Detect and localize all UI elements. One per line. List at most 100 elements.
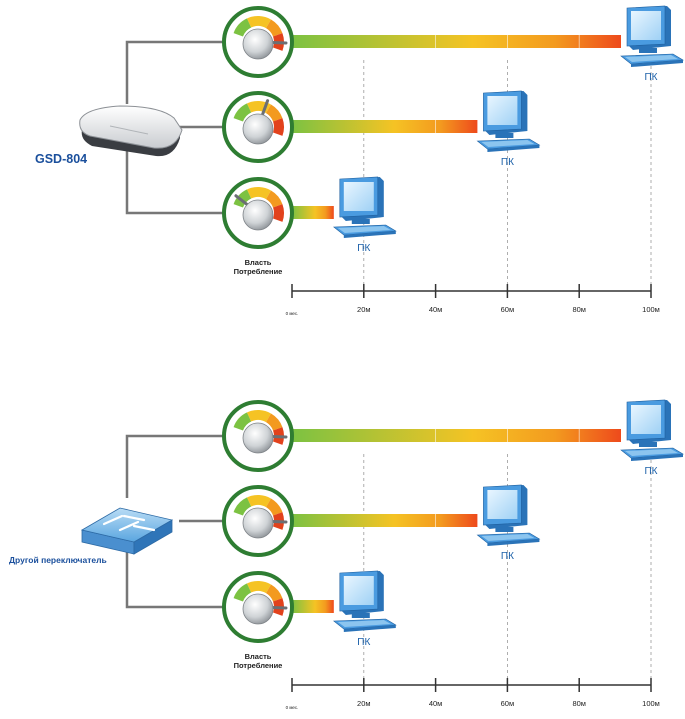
distance-bar — [292, 206, 334, 219]
axis-tick-label: 80м — [572, 699, 586, 708]
pc-stand — [351, 219, 370, 224]
axis-tick-label: 80м — [572, 305, 586, 314]
gauge-segment — [273, 118, 284, 136]
switch-arrow — [118, 520, 140, 532]
gauge-segment — [233, 412, 252, 431]
pc-keys — [481, 534, 535, 541]
axis-tick-label: 20м — [357, 305, 371, 314]
pc-screen — [631, 11, 661, 40]
pc-screen — [343, 576, 374, 605]
pc-keys — [337, 620, 391, 627]
pc-keys — [625, 449, 678, 456]
axis-tick-label: 40м — [428, 305, 443, 314]
gauge-segment — [233, 103, 252, 122]
pc-stand — [351, 613, 370, 618]
pc-label: ПК — [500, 551, 514, 562]
gauge-segment — [266, 413, 283, 431]
pc-screen — [487, 96, 518, 125]
gauge-segment — [266, 190, 283, 208]
axis-tick-label: 100м — [642, 305, 660, 314]
power-gauge — [222, 91, 294, 163]
pc-keys — [481, 140, 535, 147]
pc-keys — [625, 55, 678, 62]
axis-tick-label: 0 мес. — [285, 705, 299, 710]
pc-icon — [332, 570, 397, 632]
gauge-segment — [247, 581, 271, 594]
gauge-knob — [242, 28, 274, 60]
switch-arrow — [102, 514, 124, 526]
pc-keyboard-edge — [631, 454, 683, 461]
pc-icon — [476, 484, 541, 546]
axis-tick-label: 100м — [642, 699, 660, 708]
power-gauge — [222, 400, 294, 472]
pc-label: ПК — [644, 466, 658, 477]
power-label-line2: Потребление — [233, 661, 283, 670]
gauge-segment — [247, 495, 271, 508]
gauge-segment — [266, 19, 283, 37]
pc-screen — [487, 490, 518, 519]
pc-keyboard-edge — [631, 60, 683, 67]
pc-keyboard-edge — [343, 231, 396, 238]
cable — [125, 40, 224, 104]
distance-bar — [292, 429, 621, 442]
pc-icon — [476, 90, 541, 152]
gauge-knob — [242, 507, 274, 539]
distance-bar — [292, 120, 478, 133]
pc-stand — [495, 527, 514, 532]
gauge-knob — [242, 422, 274, 454]
pc-keyboard-edge — [487, 539, 540, 546]
cable — [125, 544, 224, 609]
pc-keyboard-edge — [487, 145, 540, 152]
pc-icon — [332, 176, 397, 238]
pc-label: ПК — [500, 157, 514, 168]
power-label-line2: Потребление — [233, 267, 283, 276]
gauge-segment — [233, 583, 252, 602]
axis-tick-label: 40м — [428, 699, 443, 708]
gauge-segment — [233, 189, 252, 208]
switch-top — [80, 507, 174, 543]
gauge-knob — [242, 199, 274, 231]
pc-label: ПК — [644, 72, 658, 83]
pc-icon — [620, 399, 684, 461]
axis-tick-label: 60м — [500, 699, 515, 708]
gauge-segment — [233, 497, 252, 516]
gauge-segment — [266, 104, 283, 122]
router-top — [79, 105, 183, 149]
pc-screen — [631, 405, 661, 434]
gauge-segment — [247, 15, 271, 29]
axis-tick-label: 0 мес. — [285, 311, 299, 316]
distance-bar — [292, 514, 478, 527]
gauge-knob — [242, 593, 274, 625]
device-label-other-switch: Другой переключатель — [9, 555, 107, 565]
power-label-line1: Власть — [244, 652, 272, 661]
gauge-segment — [247, 187, 271, 200]
router-device — [79, 105, 183, 157]
gauge-segment — [266, 498, 283, 516]
switch-arrow — [122, 514, 146, 522]
cable — [125, 150, 224, 215]
pc-stand — [639, 442, 657, 447]
gauge-segment — [266, 584, 283, 602]
axis-tick-label: 20м — [357, 699, 371, 708]
pc-label: ПК — [357, 243, 371, 254]
cable — [125, 434, 224, 498]
pc-stand — [495, 133, 514, 138]
power-gauge — [222, 571, 294, 643]
gauge-segment — [247, 410, 271, 423]
pc-keyboard-edge — [343, 625, 396, 632]
pc-keys — [337, 226, 391, 233]
axis-tick-label: 60м — [500, 305, 515, 314]
pc-label: ПК — [357, 637, 371, 648]
switch-device — [80, 507, 174, 555]
router-stripe — [109, 125, 149, 135]
device-label-gsd804: GSD-804 — [35, 152, 88, 166]
pc-stand — [639, 48, 657, 53]
power-label-line1: Власть — [244, 258, 272, 267]
distance-bar — [292, 600, 334, 613]
power-gauge — [222, 485, 294, 557]
power-gauge — [222, 177, 294, 249]
switch-arrow — [132, 524, 156, 532]
gauge-segment — [273, 204, 284, 222]
